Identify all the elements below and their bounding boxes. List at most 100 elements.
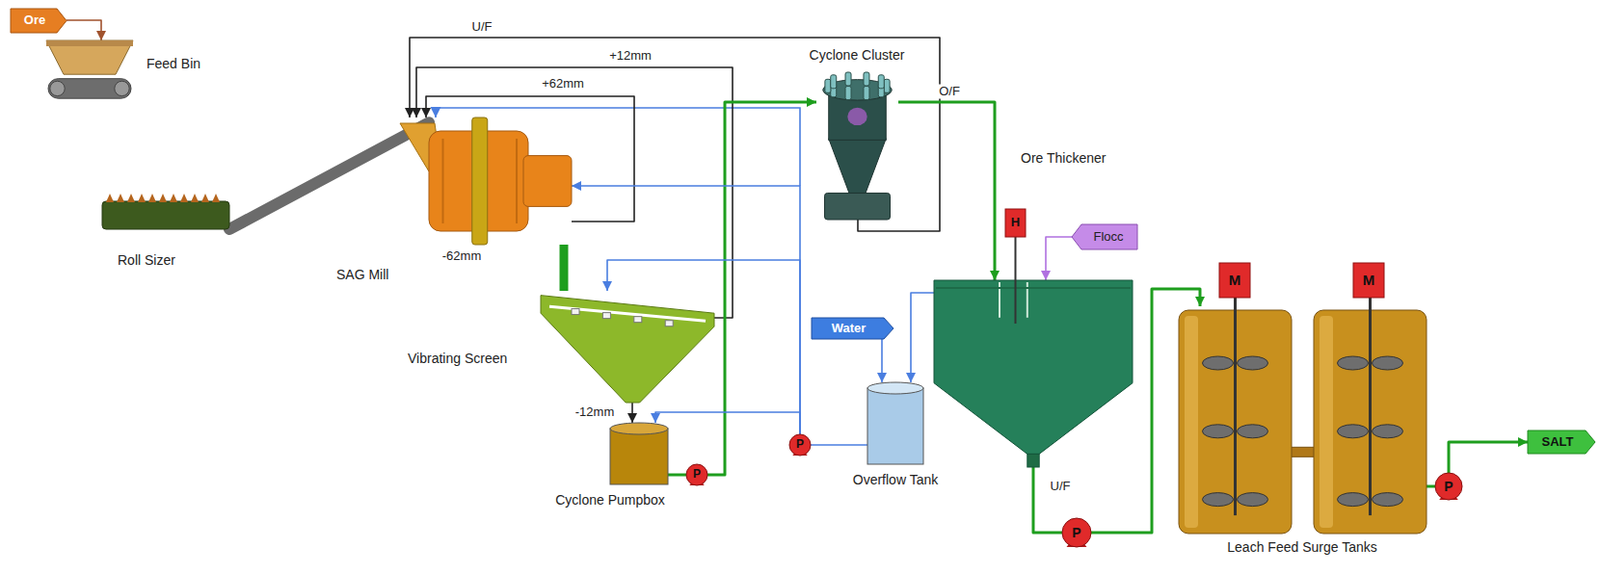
outline	[212, 193, 220, 203]
outline	[1337, 493, 1369, 507]
detail-line	[442, 138, 445, 224]
cyclone-cluster: Cyclone Cluster	[816, 72, 899, 220]
symbol-text: Water	[831, 321, 867, 337]
equipment-label: Ore Thickener	[1020, 150, 1106, 166]
vibrating-screen-outline	[540, 291, 715, 403]
outline	[1237, 356, 1269, 371]
flow-line	[898, 102, 995, 281]
equipment-label: Vibrating Screen	[407, 350, 507, 367]
pump-symbol: P	[1062, 518, 1092, 548]
overflow-tank-outline	[867, 382, 924, 465]
outline	[867, 382, 924, 395]
equipment-label: SAG Mill	[336, 266, 389, 283]
outline	[845, 86, 852, 101]
drive-box: H	[1005, 209, 1026, 238]
flow-line	[1426, 485, 1436, 489]
pump-symbol: P	[1435, 473, 1463, 501]
outline	[1372, 493, 1404, 507]
detail-line	[549, 306, 706, 321]
equipment-label: Roll Sizer	[117, 252, 176, 268]
equipment-label: Feed Bin	[146, 55, 201, 72]
symbol-text: P	[693, 468, 701, 482]
outline	[1372, 356, 1404, 371]
outline	[46, 40, 134, 47]
outline	[127, 193, 135, 203]
symbol-text: H	[1011, 215, 1020, 231]
outline	[1202, 425, 1234, 439]
stream-label: U/F	[1048, 480, 1073, 495]
flow-line	[1033, 467, 1063, 534]
outline	[1071, 224, 1138, 250]
roll-sizer-outline	[102, 193, 230, 230]
outline	[789, 434, 811, 456]
outline	[571, 309, 580, 316]
equipment-label: Cyclone Pumpbox	[555, 492, 666, 508]
stream-label: -62mm	[440, 249, 483, 265]
product-tag: SALT	[1527, 430, 1596, 454]
outline	[1237, 493, 1269, 507]
outline	[933, 280, 1133, 454]
symbol-text: Flocc	[1093, 230, 1123, 245]
agitator-motor: M	[1353, 263, 1385, 298]
pump-symbol: P	[789, 434, 811, 456]
stream-label: O/F	[936, 84, 962, 100]
outline	[1219, 263, 1251, 298]
outline	[540, 295, 715, 403]
flow-line	[880, 339, 883, 383]
outline	[50, 80, 65, 96]
flow-line	[631, 402, 634, 424]
symbol-text: M	[1362, 271, 1376, 289]
outline	[148, 193, 157, 203]
outline	[1062, 518, 1092, 548]
outline	[48, 79, 132, 99]
outline	[665, 320, 673, 327]
leach-tanks-outline	[1178, 306, 1427, 534]
stream-label: U/F	[470, 20, 495, 35]
outline	[102, 201, 230, 230]
outline	[811, 318, 894, 340]
outline	[1237, 425, 1269, 439]
flocculant-tag: Flocc	[1071, 224, 1138, 250]
detail-line	[1014, 237, 1017, 324]
feed-bin-outline	[46, 40, 134, 103]
outline	[159, 193, 167, 203]
flow-line	[409, 37, 940, 232]
pump-symbol: P	[686, 464, 708, 486]
outline	[1202, 356, 1234, 371]
detail-line	[515, 138, 518, 224]
symbol-text: M	[1228, 271, 1242, 289]
flow-line	[910, 293, 934, 383]
stream-label: +12mm	[607, 49, 654, 64]
outline	[201, 193, 210, 203]
outline	[190, 193, 199, 203]
feed-bin: Feed Bin	[46, 40, 134, 103]
thickener-outline	[933, 280, 1133, 468]
outline	[1027, 453, 1040, 468]
flow-line	[1448, 442, 1528, 474]
outline	[825, 79, 831, 93]
outline	[867, 388, 924, 465]
outline	[1435, 473, 1463, 501]
outline	[1319, 316, 1334, 529]
flow-line	[667, 474, 687, 478]
detail-line	[1368, 297, 1372, 516]
flow-line	[810, 444, 868, 447]
outline	[472, 117, 488, 245]
equipment-label: Overflow Tank	[853, 472, 938, 488]
leach-tanks: Leach Feed Surge Tanks	[1178, 306, 1427, 534]
outline	[828, 138, 887, 194]
outline	[634, 317, 642, 323]
outline	[10, 8, 67, 33]
thickener: Ore Thickener	[933, 280, 1133, 468]
outline	[1202, 493, 1234, 507]
flow-line	[655, 412, 800, 435]
outline	[1337, 425, 1369, 439]
outline	[610, 423, 668, 435]
outline	[1353, 263, 1385, 298]
cyclone-cluster-outline	[816, 72, 899, 220]
stream-label: +62mm	[539, 77, 587, 92]
pumpbox: Cyclone Pumpbox	[610, 423, 668, 485]
roll-sizer: Roll Sizer	[102, 193, 230, 230]
outline	[523, 156, 572, 208]
feed-tag: Ore	[10, 8, 67, 33]
